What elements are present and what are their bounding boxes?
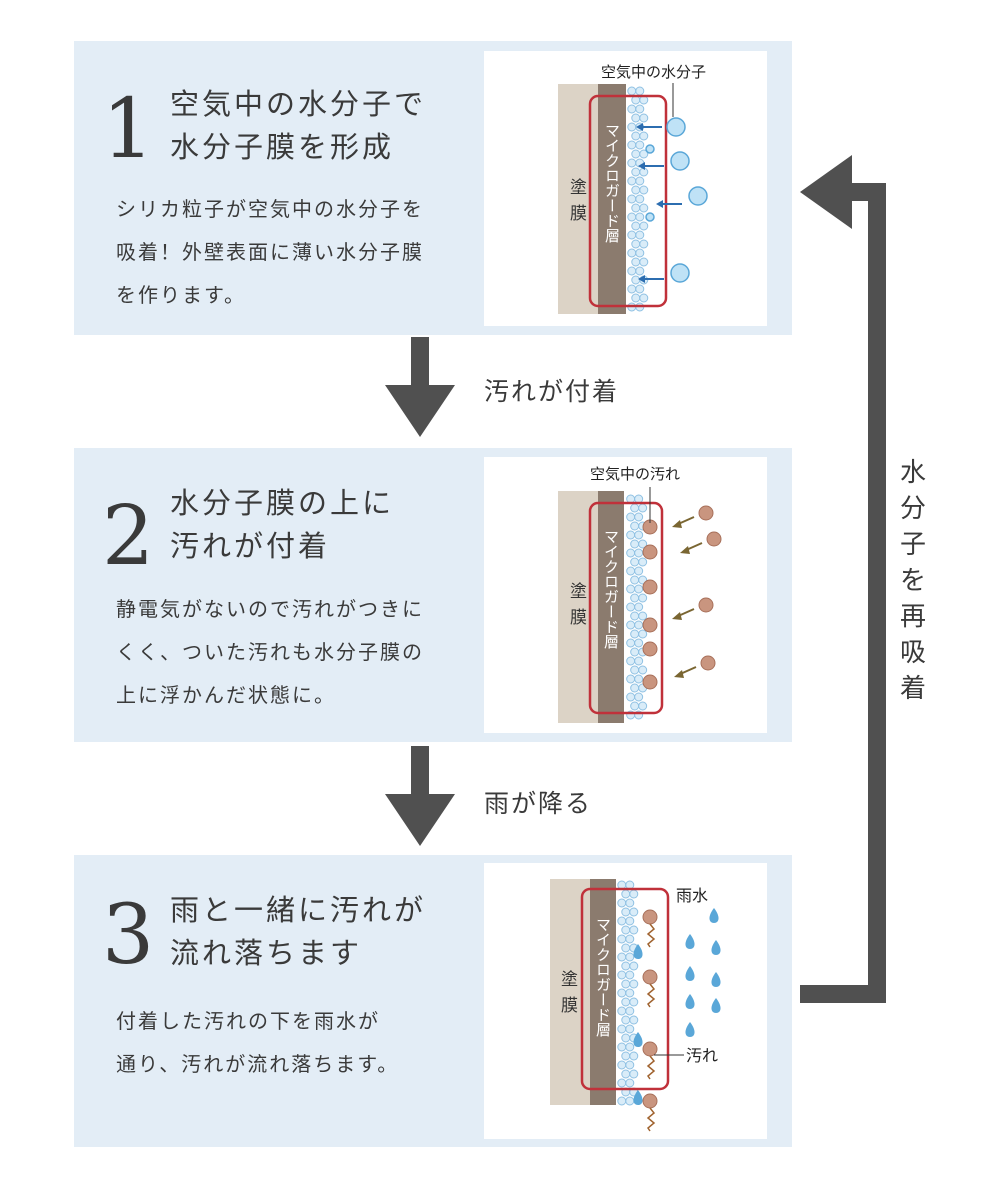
falling-dirt [642, 909, 658, 1132]
step-2-callout: 空気中の汚れ [590, 465, 680, 483]
step-2-number: 2 [102, 489, 155, 584]
microguard-label: マイクロガード層 [602, 529, 620, 649]
step-1-description: シリカ粒子が空気中の水分子を 吸着！外壁表面に薄い水分子膜 を作ります。 [116, 197, 424, 307]
coating-label-2: 膜 [570, 204, 587, 224]
transition-label-2: 雨が降る [484, 789, 593, 818]
step-3-callout-dirt: 汚れ [686, 1046, 718, 1065]
step-1-callout: 空気中の水分子 [601, 63, 706, 81]
microguard-label: マイクロガード層 [603, 123, 621, 243]
coating-label: 塗 [561, 969, 578, 990]
down-arrow-2 [385, 746, 455, 846]
step-2-panel: 2 水分子膜の上に 汚れが付着 静電気がないので汚れがつきに くく、ついた汚れも… [74, 448, 792, 742]
water-molecules [636, 117, 708, 283]
microguard-label: マイクロガード層 [594, 917, 612, 1037]
raindrops [633, 908, 721, 1105]
step-3-callout: 雨水 [676, 886, 708, 905]
cycle-label: 水 分 子 を 再 吸 着 [899, 458, 926, 704]
coating-label: 塗 [570, 581, 587, 602]
step-2-description: 静電気がないので汚れがつきに くく、ついた汚れも水分子膜の 上に浮かんだ状態に。 [116, 597, 424, 707]
step-3-number: 3 [102, 888, 155, 983]
dirt-particles [642, 505, 722, 690]
step-3-description: 付着した汚れの下を雨水が 通り、汚れが流れ落ちます。 [116, 1009, 400, 1076]
step-1-title: 空気中の水分子で 水分子膜を形成 [170, 87, 427, 164]
coating-label-2: 膜 [561, 996, 578, 1016]
water-film-beads [617, 880, 639, 1106]
step-3-illustration: 塗 膜 マイクロガード層 雨水 汚れ [484, 863, 767, 1139]
coating-label: 塗 [570, 177, 587, 198]
step-1-diagram: 塗 膜 マイクロガード層 空気中の水分子 [558, 63, 708, 314]
step-2-illustration: 塗 膜 マイクロガード層 空気中の汚れ [484, 457, 767, 733]
step-3-title: 雨と一緒に汚れが 流れ落ちます [170, 893, 427, 970]
step-1-panel: 1 空気中の水分子で 水分子膜を形成 シリカ粒子が空気中の水分子を 吸着！外壁表… [74, 41, 792, 335]
highlight-frame [588, 94, 668, 308]
coating-layer [558, 84, 598, 314]
step-2-diagram: 塗 膜 マイクロガード層 空気中の汚れ [558, 465, 722, 723]
microguard-layer [598, 84, 626, 314]
step-1-number: 1 [102, 82, 155, 177]
transition-label-1: 汚れが付着 [484, 377, 620, 406]
step-3-panel: 3 雨と一緒に汚れが 流れ落ちます 付着した汚れの下を雨水が 通り、汚れが流れ落… [74, 855, 792, 1147]
coating-label-2: 膜 [570, 608, 587, 628]
water-film-beads [626, 494, 648, 720]
down-arrow-1 [385, 337, 455, 437]
cycle-return-arrow [800, 155, 886, 1003]
step-1-illustration: 塗 膜 マイクロガード層 空気中の水分子 [484, 51, 767, 326]
step-2-title: 水分子膜の上に 汚れが付着 [170, 486, 395, 563]
step-3-diagram: 塗 膜 マイクロガード層 雨水 汚れ [550, 879, 721, 1132]
water-film-beads [627, 86, 649, 312]
